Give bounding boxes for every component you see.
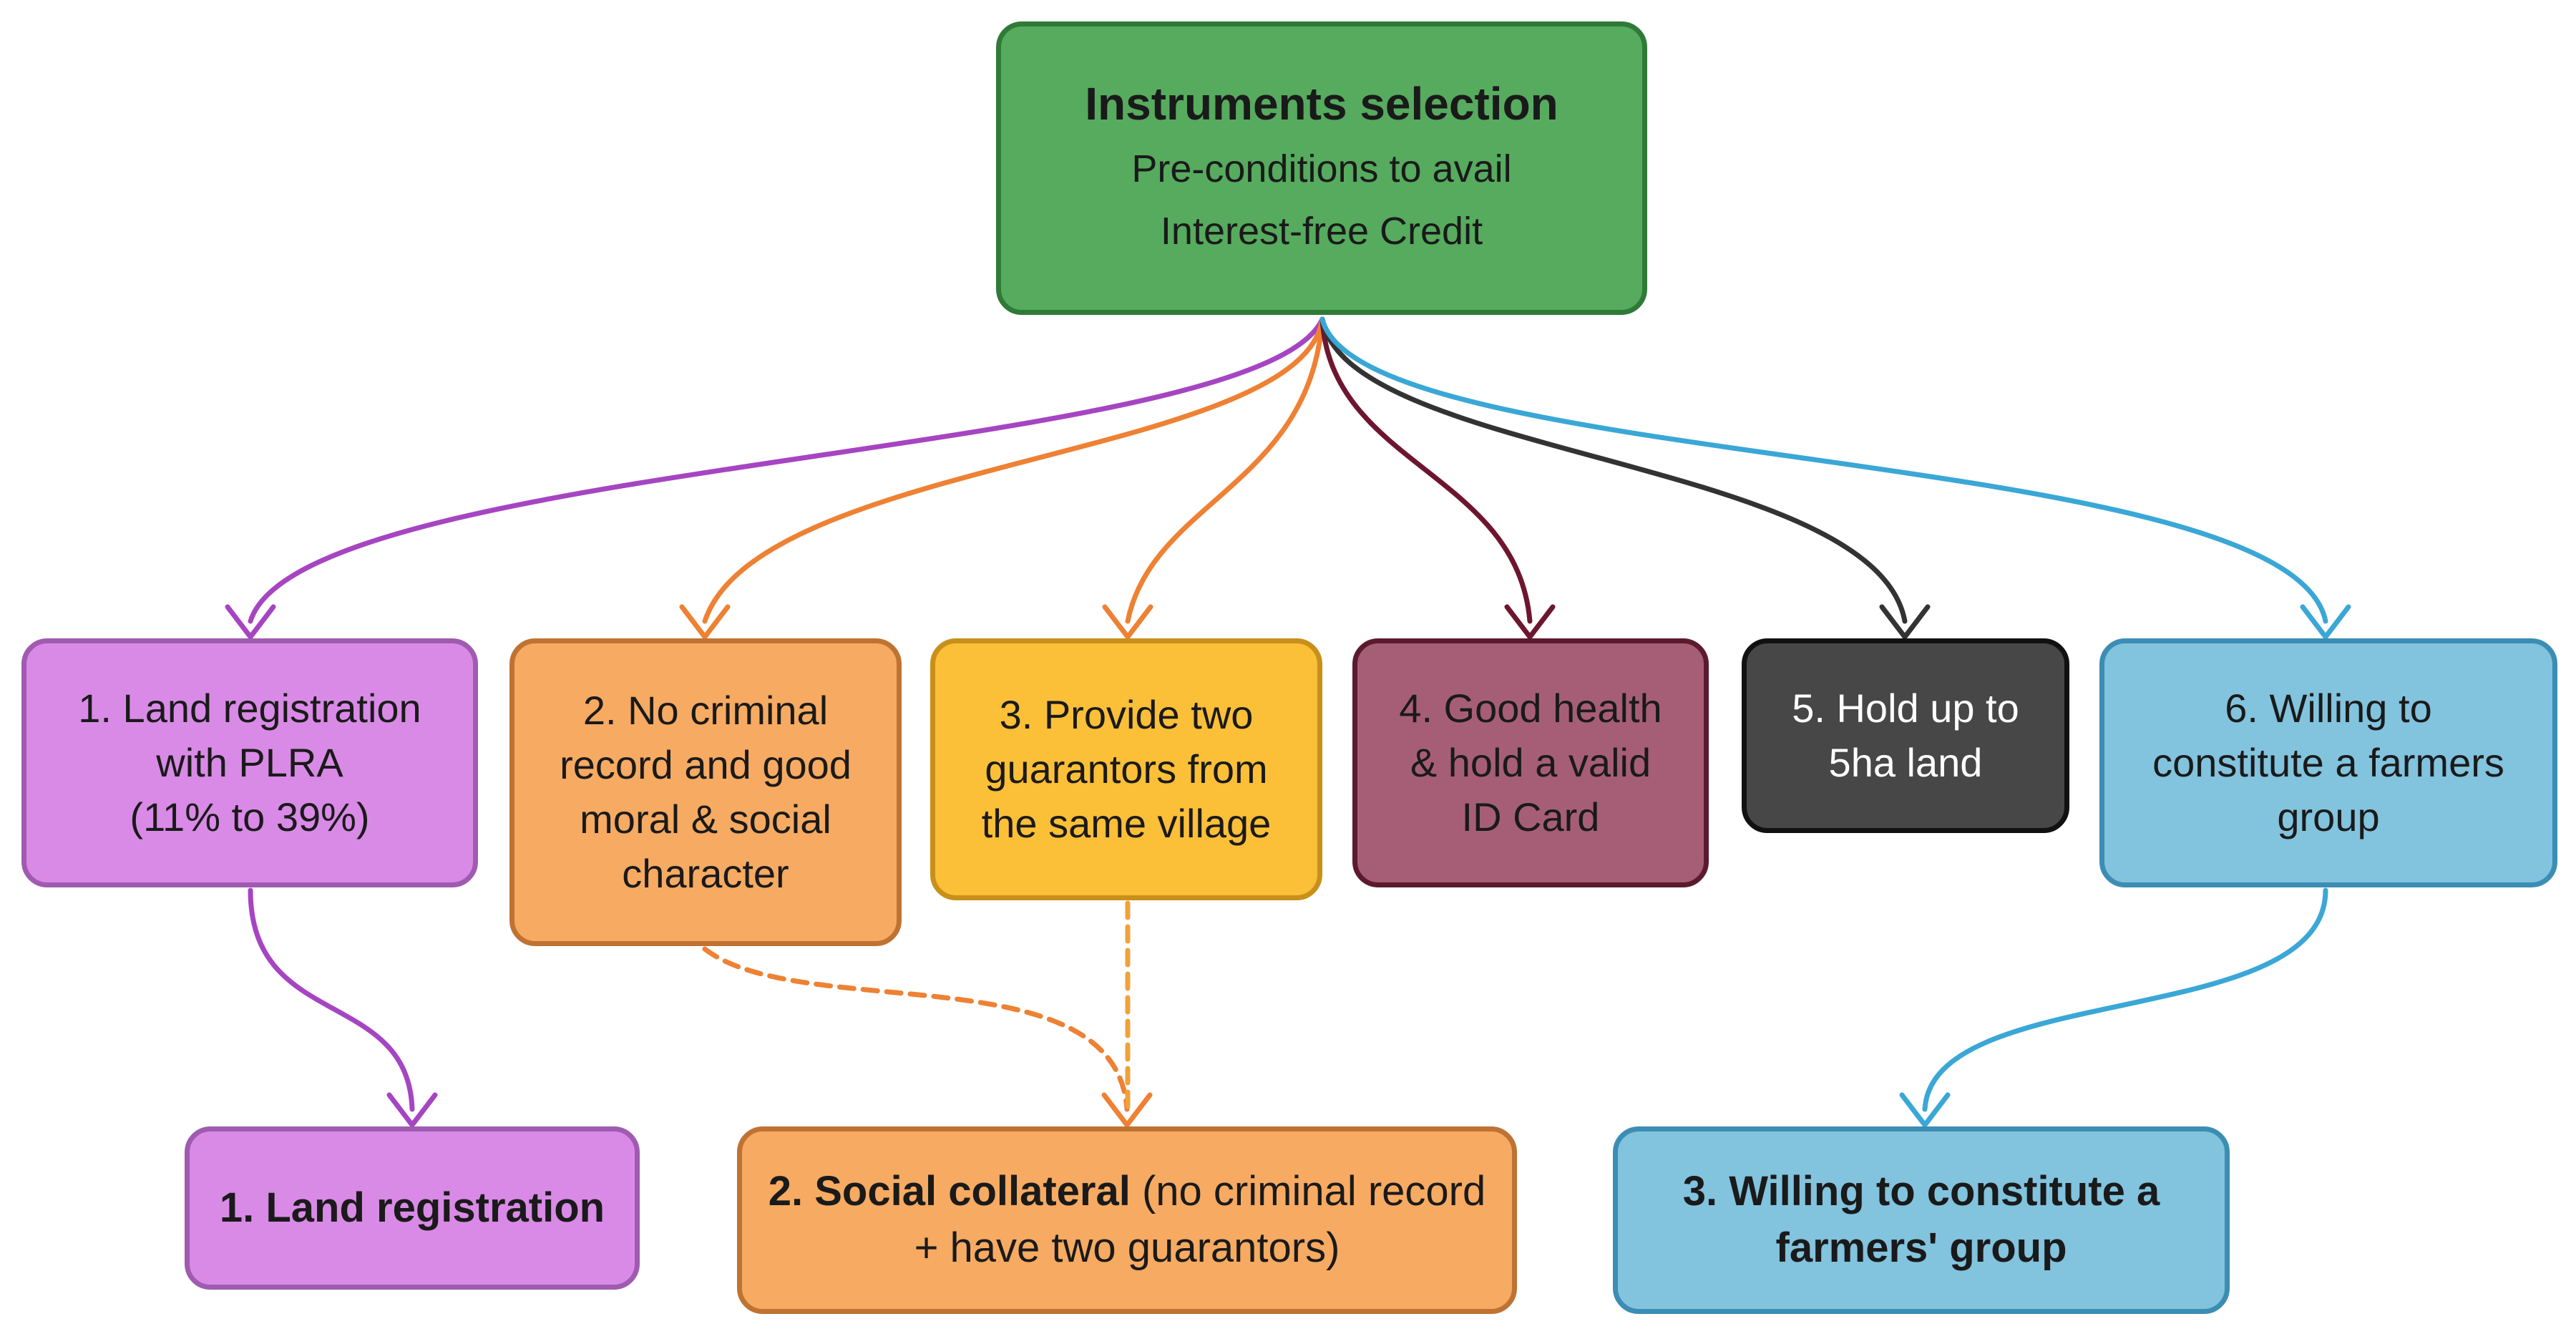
- precondition-farmers-group: 6. Willing to constitute a farmers group: [2099, 638, 2557, 887]
- instrument-farmers-group: 3. Willing to constitute a farmers' grou…: [1613, 1126, 2230, 1314]
- instrument-land-registration: 1. Land registration: [185, 1126, 640, 1290]
- precondition-two-guarantors: 3. Provide two guarantors from the same …: [930, 638, 1322, 900]
- arrowhead-3: [1102, 604, 1153, 640]
- arrowhead-instrument-1: [386, 1092, 438, 1128]
- instrument-lead: 2. Social collateral: [768, 1168, 1131, 1215]
- precondition-text: 6. Willing to constitute a farmers group: [2152, 685, 2504, 840]
- instrument-text: 3. Willing to constitute a farmers' grou…: [1682, 1168, 2160, 1271]
- precondition-no-criminal-record: 2. No criminal record and good moral & s…: [509, 638, 902, 946]
- arrowhead-instrument-3: [1899, 1092, 1951, 1128]
- arrowhead-4: [1504, 604, 1556, 640]
- precondition-text: 2. No criminal record and good moral & s…: [560, 687, 852, 897]
- connector-root-to-5: [1319, 316, 1908, 624]
- arrowhead-instrument-2: [1101, 1092, 1153, 1128]
- arrowhead-2: [679, 604, 731, 640]
- precondition-text: 5. Hold up to 5ha land: [1792, 685, 2019, 785]
- root-subtitle: Pre-conditions to avail Interest-free Cr…: [1131, 147, 1512, 253]
- arrowhead-6: [2300, 604, 2351, 640]
- precondition-text: 3. Provide two guarantors from the same …: [981, 691, 1272, 847]
- connector-root-to-6: [1319, 316, 2328, 624]
- precondition-good-health: 4. Good health & hold a valid ID Card: [1352, 638, 1709, 887]
- connector-root-to-4: [1319, 316, 1533, 624]
- precondition-text: 1. Land registration with PLRA (11% to 3…: [78, 685, 421, 840]
- precondition-text: 4. Good health & hold a valid ID Card: [1399, 685, 1662, 840]
- connector-root-to-2: [702, 316, 1325, 624]
- connector-1-to-instrument-1: [248, 887, 415, 1112]
- connector-root-to-1: [248, 316, 1325, 624]
- connector-2-to-instrument-2: [702, 946, 1130, 1112]
- root-title: Instruments selection: [1085, 78, 1558, 130]
- precondition-land-registration: 1. Land registration with PLRA (11% to 3…: [21, 638, 478, 887]
- connector-6-to-instrument-3: [1922, 887, 2328, 1112]
- arrowhead-5: [1879, 604, 1931, 640]
- instrument-text: 2. Social collateral (no criminal record…: [769, 1164, 1486, 1277]
- instrument-detail: (no criminal record + have two guarantor…: [914, 1168, 1486, 1271]
- arrowhead-1: [225, 604, 276, 640]
- instrument-text: 1. Land registration: [219, 1184, 605, 1231]
- instrument-social-collateral: 2. Social collateral (no criminal record…: [737, 1126, 1517, 1314]
- connector-root-to-3: [1125, 316, 1325, 624]
- instruments-selection-box: Instruments selection Pre-conditions to …: [996, 21, 1647, 315]
- precondition-hold-land: 5. Hold up to 5ha land: [1742, 638, 2069, 833]
